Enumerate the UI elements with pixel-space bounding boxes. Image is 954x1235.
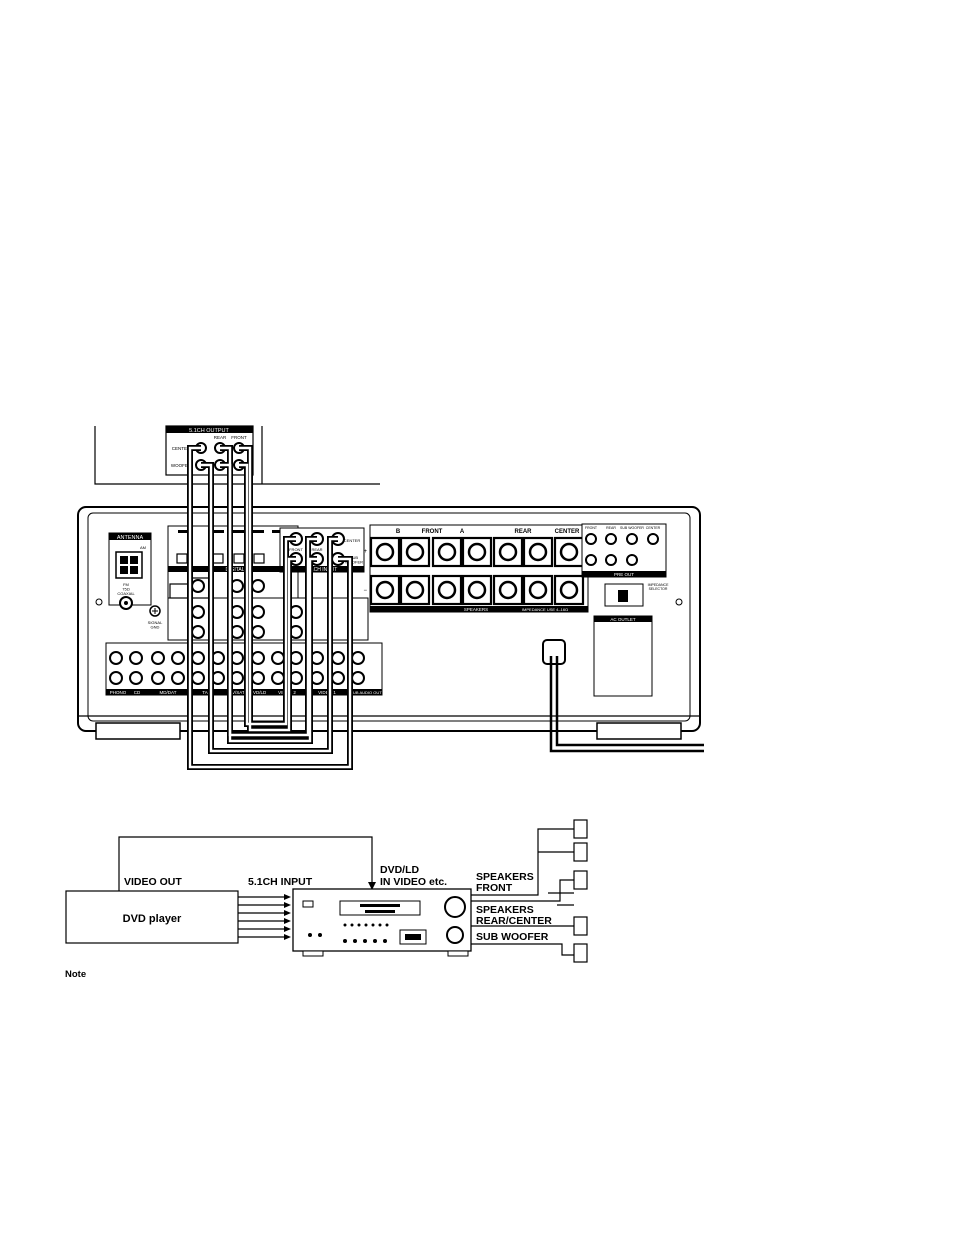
video-out-label: VIDEO OUT <box>124 876 182 888</box>
sub-audio-out-label: SUB AUDIO OUT <box>350 690 382 695</box>
pre-out-label: PRE OUT <box>614 572 634 577</box>
dvd-in-line2: IN VIDEO etc. <box>380 876 447 888</box>
tv-sat-label: TV/SAT <box>229 690 245 695</box>
note-label: Note <box>65 969 86 980</box>
block-diagram: DVD player VIDEO OUT 5.1CH INPUT DVD/LD … <box>65 819 588 963</box>
input-arrows <box>238 896 286 938</box>
dvd-rear-panel: 5.1CH OUTPUT REAR FRONT CENTER WOOFER <box>94 425 380 485</box>
input-rear-label: REAR <box>311 547 322 552</box>
dvd-player-label: DVD player <box>123 913 182 925</box>
pre-rear-label: REAR <box>606 526 616 530</box>
rear-label: REAR <box>214 435 227 440</box>
ac-outlet-label: AC OUTLET <box>610 617 636 622</box>
cables-fill <box>188 446 352 769</box>
speaker-center-icon <box>573 916 588 936</box>
speakers-rear-line2: REAR/CENTER <box>476 915 552 927</box>
speakers-rear-line1: SPEAKERS <box>476 904 534 916</box>
power-cord <box>542 639 704 753</box>
speaker-wires <box>471 828 574 956</box>
dvd-player-box <box>65 890 239 944</box>
pre-sub-label: SUB WOOFER <box>620 526 644 530</box>
input-center-label: CENTER <box>344 538 361 543</box>
spk-a-label: A <box>460 529 465 535</box>
center-label: CENTER <box>172 446 191 451</box>
speakers-label: SPEAKERS <box>464 607 488 612</box>
pre-center-label: CENTER <box>646 526 661 530</box>
svg-text:+: + <box>363 549 367 555</box>
ac-outlet <box>593 615 653 697</box>
volume-knob <box>444 896 466 918</box>
woofer-label: WOOFER <box>171 463 192 468</box>
dvd-ld-label: DVD/LD <box>250 690 267 695</box>
phono-label: PHONO <box>110 690 127 695</box>
input-front-label: FRONT <box>289 547 303 552</box>
am-label: AM <box>140 545 146 550</box>
output-label: 5.1CH OUTPUT <box>189 428 229 434</box>
speaker-icons <box>573 819 588 963</box>
impedance-label: IMPEDANCE USE 4–16Ω <box>522 607 568 612</box>
svg-text:−: − <box>363 588 367 594</box>
speakers-front-line1: SPEAKERS <box>476 871 534 883</box>
input-51ch-label: 5.1CH INPUT <box>248 876 313 888</box>
right-foot <box>596 722 682 740</box>
sub-woofer-icon <box>573 943 588 963</box>
speaker-rear-l-icon <box>573 870 588 890</box>
spk-center-label: CENTER <box>555 529 580 535</box>
front-label: FRONT <box>231 435 247 440</box>
digital-label: DIGITAL <box>225 567 244 573</box>
speakers-front-line2: FRONT <box>476 882 513 894</box>
speaker-terminals: B FRONT A REAR CENTER + − SPEAKERS IMPED… <box>363 524 589 613</box>
dvd-in-line1: DVD/LD <box>380 864 420 876</box>
input-knob <box>446 926 464 944</box>
five-ch-input-label: 5.1CH INPUT <box>307 567 338 573</box>
pre-front-label: FRONT <box>585 526 598 530</box>
pre-out-section: FRONT REAR SUB WOOFER CENTER PRE OUT IMP… <box>581 523 669 697</box>
cd-label: CD <box>134 690 141 695</box>
receiver-front <box>292 888 472 957</box>
spk-front-label: FRONT <box>422 529 443 535</box>
spk-rear-label: REAR <box>514 529 532 535</box>
sub-woofer-label: SUB WOOFER <box>476 931 549 943</box>
speaker-front-l-icon <box>573 819 588 839</box>
left-foot <box>95 722 181 740</box>
md-dat-label: MD/DAT <box>160 690 177 695</box>
video-out-line <box>118 836 373 891</box>
antenna-label: ANTENNA <box>117 535 144 541</box>
speaker-front-r-icon <box>573 842 588 862</box>
spk-b-label: B <box>396 529 401 535</box>
